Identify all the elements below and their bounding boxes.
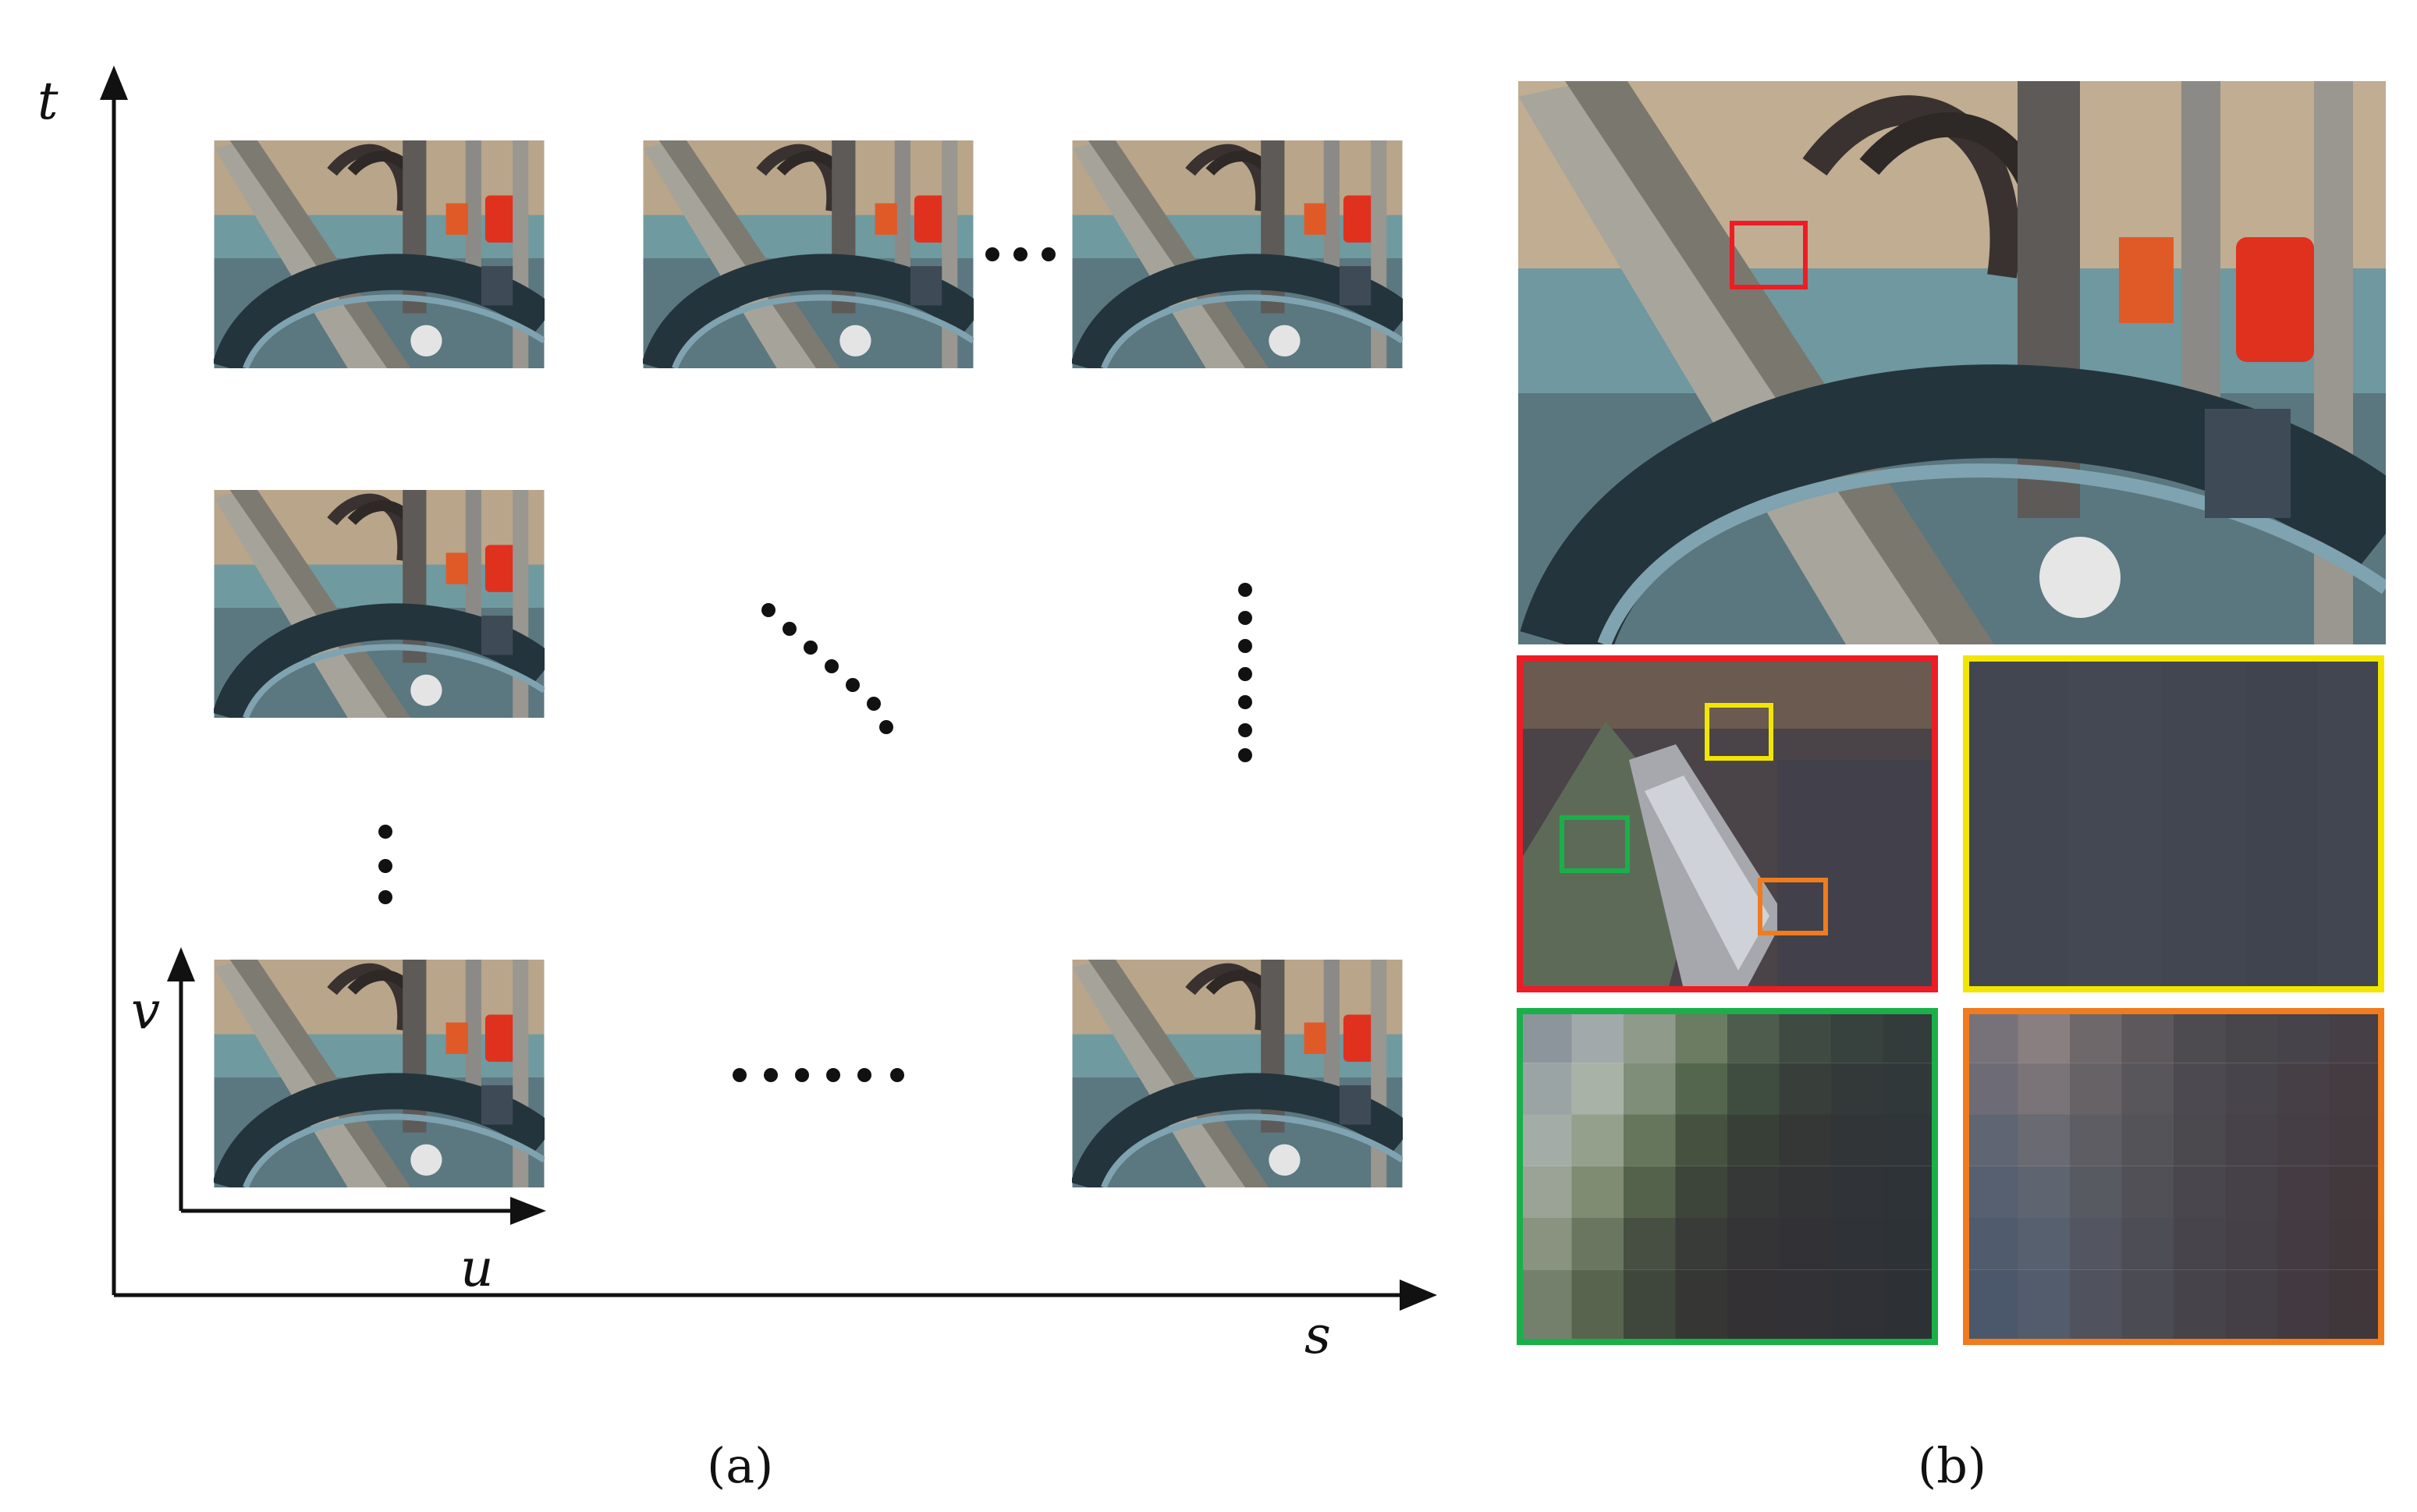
ellipsis-left-column <box>378 825 392 904</box>
v-axis-label: v <box>131 981 160 1041</box>
panel-b: (b) <box>1517 81 2386 1494</box>
view-image <box>215 140 545 368</box>
green-selection-box <box>1560 815 1630 873</box>
u-axis-arrowhead <box>510 1197 546 1225</box>
t-axis-arrowhead <box>100 66 128 100</box>
caption-b: (b) <box>1918 1437 1986 1494</box>
ellipsis-diagonal <box>761 603 893 734</box>
yellow-zoom-border <box>1963 655 2384 992</box>
caption-a: (a) <box>707 1437 773 1494</box>
central-view <box>1518 81 2386 644</box>
t-axis-label: t <box>37 71 59 131</box>
red-zoom-panel <box>1517 655 1938 992</box>
orange-zoom-panel <box>1963 1008 2384 1345</box>
view-image <box>1073 960 1403 1187</box>
red-selection-box <box>1730 221 1808 289</box>
orange-zoom-border <box>1963 1008 2384 1345</box>
s-axis-label: s <box>1304 1305 1331 1365</box>
orange-selection-box <box>1758 878 1828 935</box>
yellow-selection-box <box>1705 703 1773 761</box>
red-zoom-border <box>1517 655 1938 992</box>
view-image <box>215 490 545 718</box>
v-axis-arrowhead <box>167 947 195 981</box>
green-zoom-border <box>1517 1008 1938 1345</box>
ellipsis-right-column <box>1238 583 1252 762</box>
view-image <box>1073 140 1403 368</box>
ellipsis-top-row <box>985 247 1056 261</box>
s-axis-arrowhead <box>1400 1280 1437 1311</box>
ellipsis-bottom-row <box>733 1068 904 1082</box>
yellow-zoom-panel <box>1963 655 2384 992</box>
view-image <box>215 960 545 1187</box>
view-image <box>644 140 974 368</box>
u-axis-label: u <box>460 1238 494 1298</box>
green-zoom-panel <box>1517 1008 1938 1345</box>
panel-a: t s v u <box>37 66 1437 1494</box>
